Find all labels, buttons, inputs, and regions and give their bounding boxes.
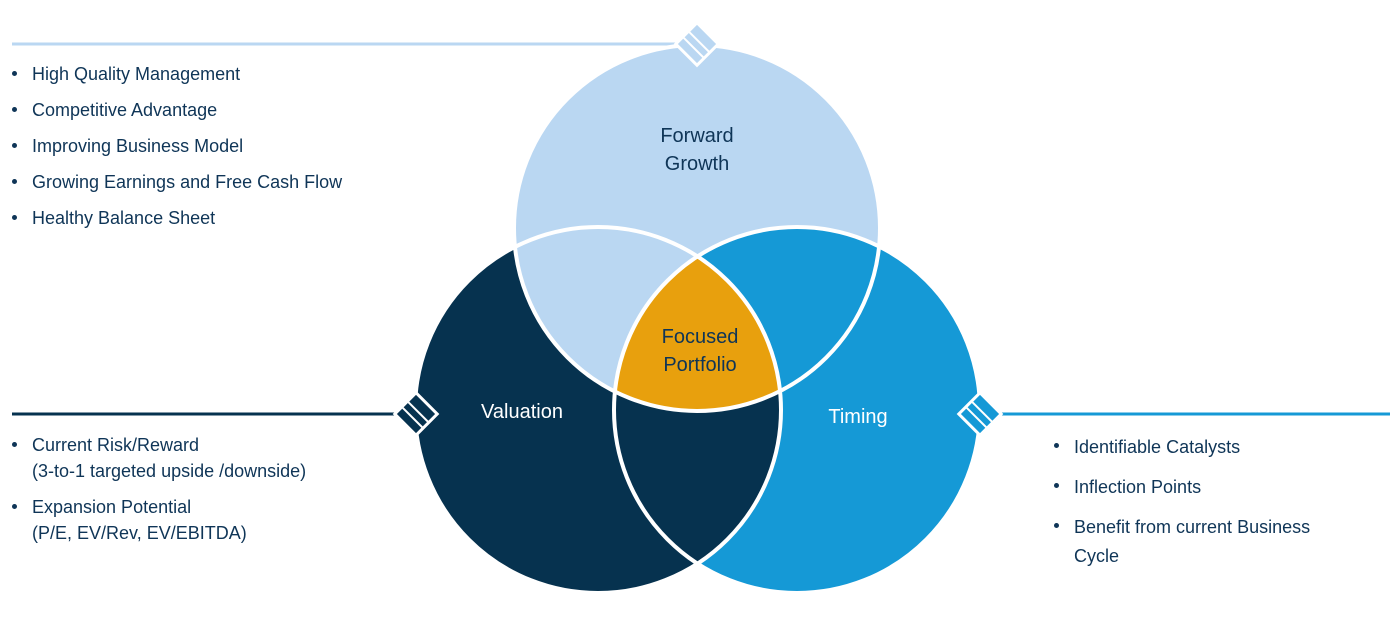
list-item-text: Growing Earnings and Free Cash Flow [32,172,343,192]
list-item: Healthy Balance Sheet [8,205,342,231]
list-item: Improving Business Model [8,133,342,159]
center-overlap [614,227,781,411]
timing-circle-label: Timing [758,403,958,431]
list-item: Competitive Advantage [8,97,342,123]
growth-diamond-icon [673,20,721,68]
growth-label-line2: Growth [664,153,730,175]
growth-label-line1: Forward [660,125,734,147]
list-item-text: Expansion Potential [32,497,192,517]
growth-bullet-list: High Quality Management Competitive Adva… [8,61,342,241]
list-item-text: Healthy Balance Sheet [32,208,216,228]
list-item-text: High Quality Management [32,64,241,84]
valuation-bullet-list: Current Risk/Reward (3-to-1 targeted ups… [8,432,306,556]
list-item-text: Identifiable Catalysts [1074,437,1241,457]
list-item-subtext: (3-to-1 targeted upside /downside) [32,461,307,481]
list-item-text: Benefit from current Business [1074,517,1311,537]
list-item: Expansion Potential (P/E, EV/Rev, EV/EBI… [8,494,306,546]
list-item-text: Current Risk/Reward [32,435,200,455]
list-item-subtext: Cycle [1074,546,1120,566]
center-label: Focused Portfolio [620,323,780,379]
list-item-text: Competitive Advantage [32,100,218,120]
valuation-label-line1: Valuation [481,401,563,423]
list-item-text: Improving Business Model [32,136,244,156]
center-label-line2: Portfolio [663,354,737,376]
list-item: Benefit from current Business Cycle [1050,513,1310,571]
list-item: High Quality Management [8,61,342,87]
center-label-line1: Focused [661,326,739,348]
list-item-text: Inflection Points [1074,477,1202,497]
list-item-subtext: (P/E, EV/Rev, EV/EBITDA) [32,523,247,543]
valuation-circle-label: Valuation [422,398,622,426]
list-item: Growing Earnings and Free Cash Flow [8,169,342,195]
valuation-diamond-icon [392,390,440,438]
timing-diamond-icon [956,390,1004,438]
list-item: Identifiable Catalysts [1050,433,1310,462]
growth-circle-label: Forward Growth [597,122,797,178]
timing-label-line1: Timing [828,406,888,428]
timing-bullet-list: Identifiable Catalysts Inflection Points… [1050,433,1310,582]
list-item: Inflection Points [1050,473,1310,502]
list-item: Current Risk/Reward (3-to-1 targeted ups… [8,432,306,484]
